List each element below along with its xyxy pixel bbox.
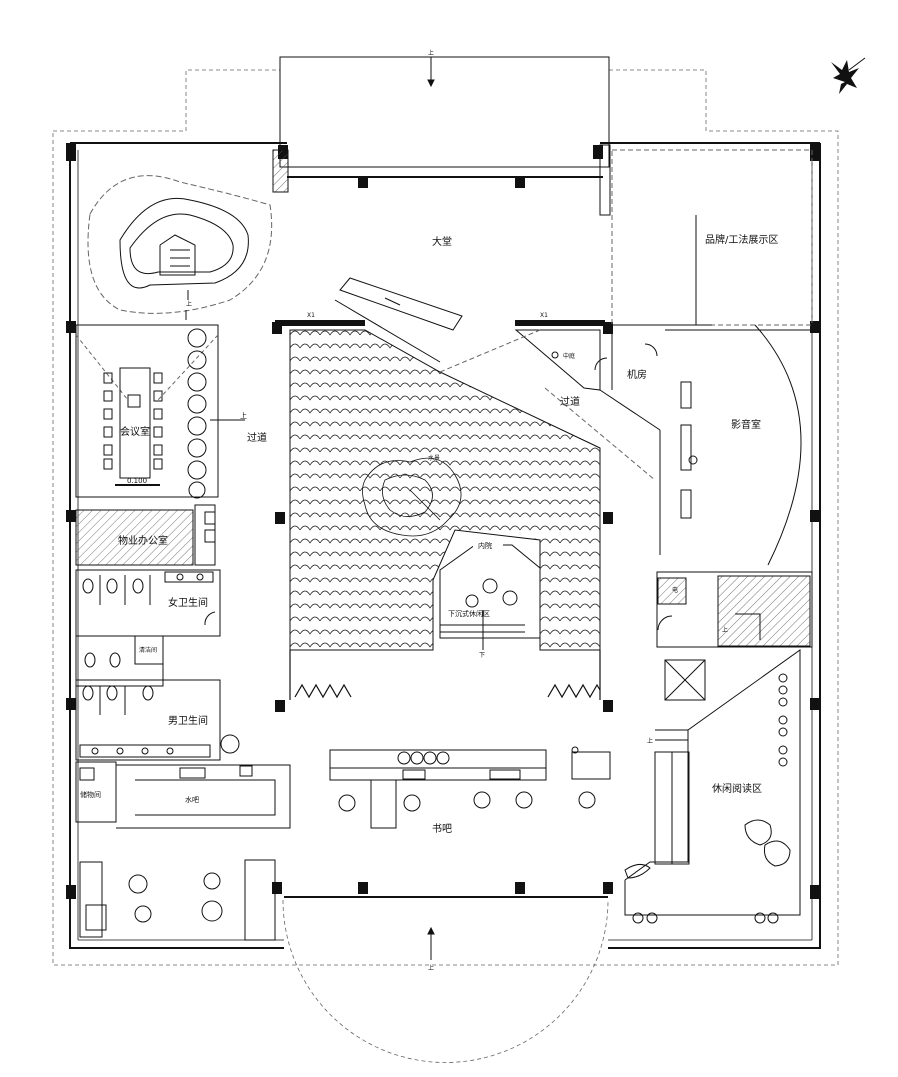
leisure-reading-label: 休闲阅读区 — [712, 782, 762, 795]
mens-wc-label: 男卫生间 — [168, 714, 208, 727]
middle-court — [439, 329, 661, 555]
window-x1-right: X1 — [540, 312, 548, 319]
brand-area-label: 品牌/工法展示区 — [705, 233, 778, 246]
entry-arrows — [427, 58, 435, 960]
cleaning-room-label: 清洁间 — [139, 646, 157, 654]
north-entrance-canopy — [279, 56, 610, 168]
water-bar — [75, 761, 291, 829]
book-bar — [329, 746, 611, 829]
machine-room-label: 机房 — [627, 368, 647, 381]
entrance-pillar-hatched — [272, 149, 289, 193]
window-bands — [275, 320, 605, 326]
water-edge-zigzag — [289, 650, 601, 700]
middle-court-label: 中庭 — [563, 352, 575, 360]
level-mark: 0.100 — [127, 477, 147, 485]
water-bar-label: 水吧 — [185, 795, 199, 804]
elec-up-label: 上 — [722, 626, 728, 634]
courtyard-label: 内院 — [478, 541, 492, 550]
meeting-table — [119, 367, 151, 479]
av-room — [665, 324, 812, 566]
service-core — [656, 571, 813, 701]
meeting-up-label: 上 — [240, 411, 247, 420]
spiral-staircase — [87, 175, 273, 320]
book-bar-label: 书吧 — [432, 823, 452, 835]
brand-showcase — [599, 144, 813, 326]
entry-lounge-left — [79, 859, 276, 941]
meeting-room-label: 会议室 — [120, 425, 150, 438]
property-office — [75, 509, 194, 566]
courtyard-tree — [362, 457, 462, 537]
lobby-label: 大堂 — [432, 235, 452, 248]
property-office-label: 物业办公室 — [118, 534, 168, 547]
site-boundary — [52, 69, 839, 1063]
electrical-label: 电 — [672, 586, 678, 594]
corridor-right-label: 过道 — [560, 395, 580, 408]
leisure-reading — [624, 649, 801, 924]
sunken-lounge-label: 下沉式休闲区 — [448, 609, 490, 618]
north-up-label: 上 — [428, 49, 434, 57]
window-x1-left: X1 — [307, 312, 315, 319]
sunken-down-label: 下 — [479, 652, 485, 659]
water-feature-label: 水景 — [428, 454, 440, 462]
stair-up-label: 上 — [186, 300, 192, 308]
exterior-walls — [69, 142, 821, 949]
reading-up-label: 上 — [647, 737, 653, 745]
sunken-lounge — [439, 544, 541, 650]
storage-label: 储物间 — [80, 790, 101, 799]
av-room-label: 影音室 — [731, 418, 761, 431]
meeting-room — [75, 324, 245, 499]
office-furniture — [194, 504, 216, 566]
corridor-left-label: 过道 — [247, 431, 267, 444]
courtyard-label-bg — [473, 538, 503, 550]
womens-wc-label: 女卫生间 — [168, 596, 208, 609]
lobby-sculpture — [334, 277, 463, 363]
mens-wc — [75, 635, 240, 761]
north-arrow-icon — [831, 57, 866, 94]
south-up-label: 上 — [428, 964, 434, 972]
